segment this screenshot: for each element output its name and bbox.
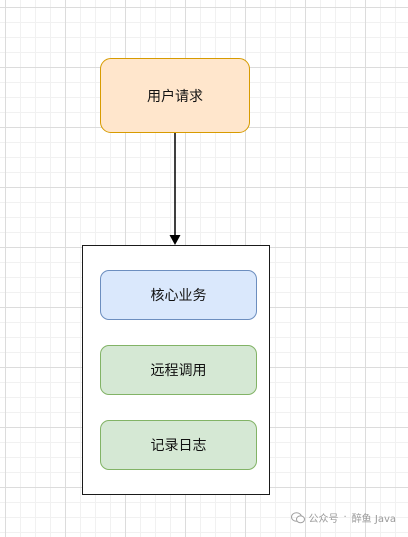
watermark: 公众号 · 醉鱼 Java — [290, 510, 396, 525]
user-request-node: 用户请求 — [100, 58, 250, 133]
remote-call-node: 远程调用 — [100, 345, 257, 395]
user-request-label: 用户请求 — [147, 88, 203, 105]
core-business-label: 核心业务 — [150, 288, 207, 304]
watermark-separator: · — [343, 512, 347, 523]
remote-call-label: 远程调用 — [150, 363, 207, 379]
watermark-source: 公众号 — [308, 514, 339, 525]
watermark-author: 醉鱼 Java — [351, 514, 396, 525]
core-business-node: 核心业务 — [100, 270, 257, 320]
log-record-label: 记录日志 — [150, 438, 207, 454]
wechat-icon — [290, 511, 305, 523]
log-record-node: 记录日志 — [100, 420, 257, 470]
